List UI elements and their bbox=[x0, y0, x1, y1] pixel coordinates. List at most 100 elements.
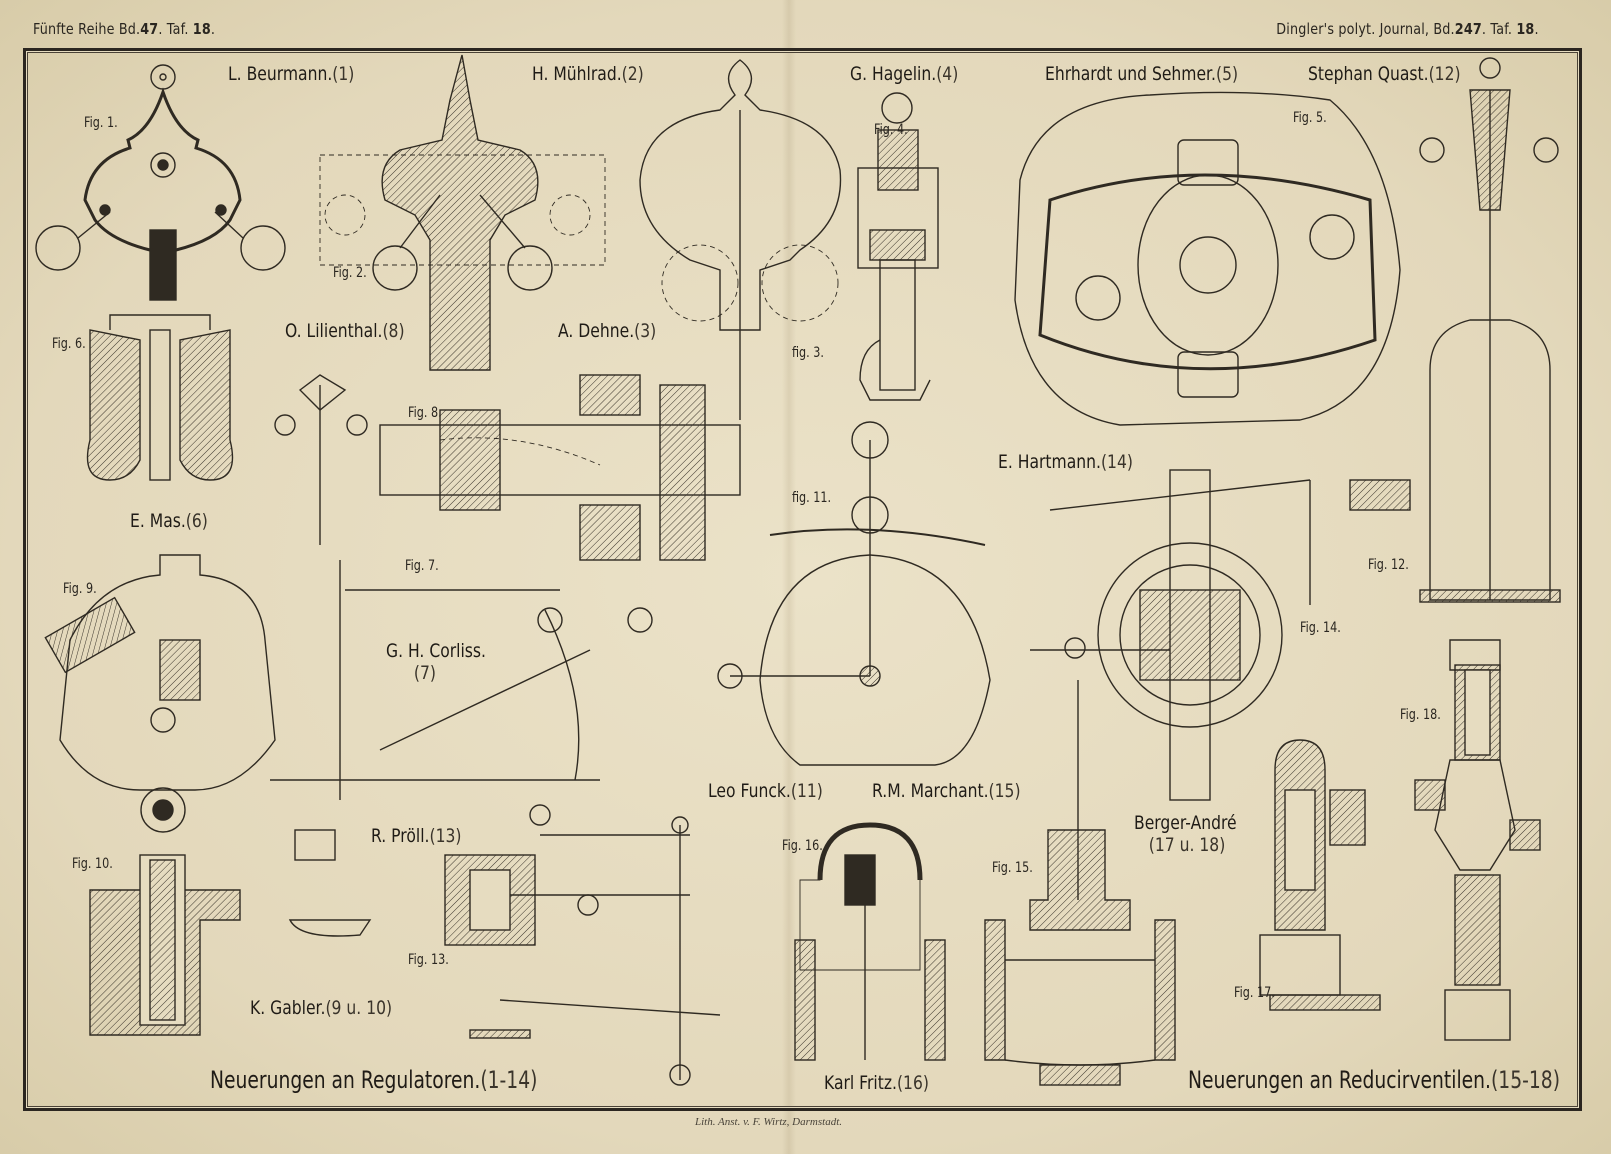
inventor-label-beurmann: L. Beurmann.(1) bbox=[228, 63, 354, 85]
fig-label-1: Fig. 1. bbox=[84, 115, 118, 131]
fig9-drawing bbox=[44, 554, 276, 833]
fig-label-4: Fig. 4. bbox=[874, 122, 908, 138]
center-fold bbox=[782, 0, 796, 1154]
inventor-label-hagelin: G. Hagelin.(4) bbox=[850, 63, 958, 85]
header-left-end: . bbox=[210, 20, 216, 38]
fig17-drawing bbox=[1259, 739, 1381, 1011]
header-right-end: . bbox=[1534, 20, 1539, 38]
inventor-label-fritz: Karl Fritz.(16) bbox=[824, 1072, 929, 1094]
inventor-label-mas: E. Mas.(6) bbox=[130, 510, 208, 532]
inventor-label-lilienthal: O. Lilienthal.(8) bbox=[285, 320, 405, 342]
fig15-drawing bbox=[984, 680, 1176, 1086]
patent-ref: (16) bbox=[896, 1072, 929, 1094]
inventor-label-funck: Leo Funck.(11) bbox=[708, 780, 823, 802]
patent-ref: (11) bbox=[790, 780, 823, 802]
fig18-drawing bbox=[1414, 639, 1541, 1041]
header-right-plate: 18 bbox=[1516, 20, 1535, 38]
fig4-drawing bbox=[857, 92, 939, 401]
patent-ref: (1) bbox=[332, 63, 355, 85]
fig8-drawing bbox=[274, 374, 741, 561]
fig-label-2: Fig. 2. bbox=[333, 265, 367, 281]
section-range: (15-18) bbox=[1490, 1066, 1560, 1094]
header-right-journal: Dingler's polyt. Journal, Bd. bbox=[1276, 20, 1456, 38]
lithographer-imprint: Lith. Anst. v. F. Wirtz, Darmstadt. bbox=[695, 1116, 842, 1128]
section-title-reducing-valves: Neuerungen an Reducirventilen.(15-18) bbox=[1188, 1066, 1560, 1094]
inventor-name: G. Hagelin. bbox=[850, 63, 937, 85]
fig7-drawing bbox=[270, 560, 653, 937]
patent-ref: (4) bbox=[936, 63, 959, 85]
fig-label-16: Fig. 16. bbox=[782, 838, 823, 854]
inventor-name: Leo Funck. bbox=[708, 780, 791, 802]
fig6-drawing bbox=[86, 314, 234, 481]
fig-label-14: Fig. 14. bbox=[1300, 620, 1341, 636]
inventor-label-corliss: G. H. Corliss.(7) bbox=[386, 640, 486, 684]
fig-label-9: Fig. 9. bbox=[63, 581, 97, 597]
fig-label-3: fig. 3. bbox=[792, 345, 824, 361]
inventor-name: Karl Fritz. bbox=[824, 1072, 897, 1094]
fig13-drawing bbox=[444, 804, 721, 1086]
inventor-label-muhlrad: H. Mühlrad.(2) bbox=[532, 63, 644, 85]
inventor-name: R. Pröll. bbox=[371, 825, 430, 847]
inventor-label-hartmann: E. Hartmann.(14) bbox=[998, 451, 1133, 473]
fig-label-6: Fig. 6. bbox=[52, 336, 86, 352]
inventor-name: Ehrhardt und Sehmer. bbox=[1045, 63, 1216, 85]
inventor-label-proll: R. Pröll.(13) bbox=[371, 825, 461, 847]
fig3-drawing bbox=[639, 59, 842, 420]
section-title-text: Neuerungen an Regulatoren. bbox=[210, 1066, 481, 1094]
patent-ref: (17 u. 18) bbox=[1148, 834, 1226, 856]
inventor-name: G. H. Corliss. bbox=[386, 640, 486, 662]
fig-label-5: Fig. 5. bbox=[1293, 110, 1327, 126]
inventor-label-quast: Stephan Quast.(12) bbox=[1308, 63, 1461, 85]
plate-frame bbox=[23, 48, 1582, 1111]
inventor-label-marchant: R.M. Marchant.(15) bbox=[872, 780, 1021, 802]
inventor-name: K. Gabler. bbox=[250, 997, 326, 1019]
fig5-drawing bbox=[1014, 91, 1401, 426]
patent-ref: (7) bbox=[413, 662, 436, 684]
inventor-label-berger-andre: Berger-André(17 u. 18) bbox=[1134, 812, 1237, 856]
fig10-drawing bbox=[89, 854, 241, 1036]
inventor-name: L. Beurmann. bbox=[228, 63, 333, 85]
patent-ref: (5) bbox=[1215, 63, 1239, 85]
header-left-volume: 47 bbox=[140, 20, 159, 38]
fig14-drawing bbox=[1030, 469, 1311, 801]
patent-ref: (6) bbox=[185, 510, 208, 532]
patent-ref: (9 u. 10) bbox=[325, 997, 393, 1019]
fig16-drawing bbox=[794, 822, 946, 1061]
fig-label-17: Fig. 17. bbox=[1234, 985, 1275, 1001]
inventor-name: E. Hartmann. bbox=[998, 451, 1101, 473]
fig-label-11: fig. 11. bbox=[792, 490, 832, 506]
fig-label-7: Fig. 7. bbox=[405, 558, 439, 574]
fig1-drawing bbox=[35, 64, 286, 301]
fig12-drawing bbox=[1349, 57, 1561, 603]
patent-ref: (8) bbox=[382, 320, 405, 342]
patent-ref: (12) bbox=[1428, 63, 1461, 85]
inventor-name: Stephan Quast. bbox=[1308, 63, 1429, 85]
patent-ref: (3) bbox=[634, 320, 657, 342]
inventor-name: Berger-André bbox=[1134, 812, 1237, 834]
inventor-name: R.M. Marchant. bbox=[872, 780, 989, 802]
patent-ref: (2) bbox=[621, 63, 644, 85]
fig-label-18: Fig. 18. bbox=[1400, 707, 1441, 723]
header-left-plate: 18 bbox=[192, 20, 211, 38]
fig2-drawing bbox=[319, 54, 606, 371]
inventor-name: A. Dehne. bbox=[558, 320, 635, 342]
inventor-name: O. Lilienthal. bbox=[285, 320, 383, 342]
header-right: Dingler's polyt. Journal, Bd.247. Taf. 1… bbox=[1277, 20, 1539, 38]
patent-ref: (15) bbox=[988, 780, 1021, 802]
section-title-regulators: Neuerungen an Regulatoren.(1-14) bbox=[210, 1066, 537, 1094]
section-range: (1-14) bbox=[480, 1066, 538, 1094]
inventor-label-gabler: K. Gabler.(9 u. 10) bbox=[250, 997, 392, 1019]
patent-ref: (14) bbox=[1100, 451, 1133, 473]
inventor-label-dehne: A. Dehne.(3) bbox=[558, 320, 656, 342]
fig-label-15: Fig. 15. bbox=[992, 860, 1033, 876]
section-title-text: Neuerungen an Reducirventilen. bbox=[1188, 1066, 1491, 1094]
patent-ref: (13) bbox=[429, 825, 462, 847]
header-right-volume: 247 bbox=[1455, 20, 1483, 38]
fig-label-8: Fig. 8. bbox=[408, 405, 442, 421]
header-right-sep: . Taf. bbox=[1482, 20, 1517, 38]
inventor-name: H. Mühlrad. bbox=[532, 63, 622, 85]
header-left-series: Fünfte Reihe Bd. bbox=[33, 20, 141, 38]
fig-label-13: Fig. 13. bbox=[408, 952, 449, 968]
header-left: Fünfte Reihe Bd.47. Taf. 18. bbox=[33, 20, 215, 38]
